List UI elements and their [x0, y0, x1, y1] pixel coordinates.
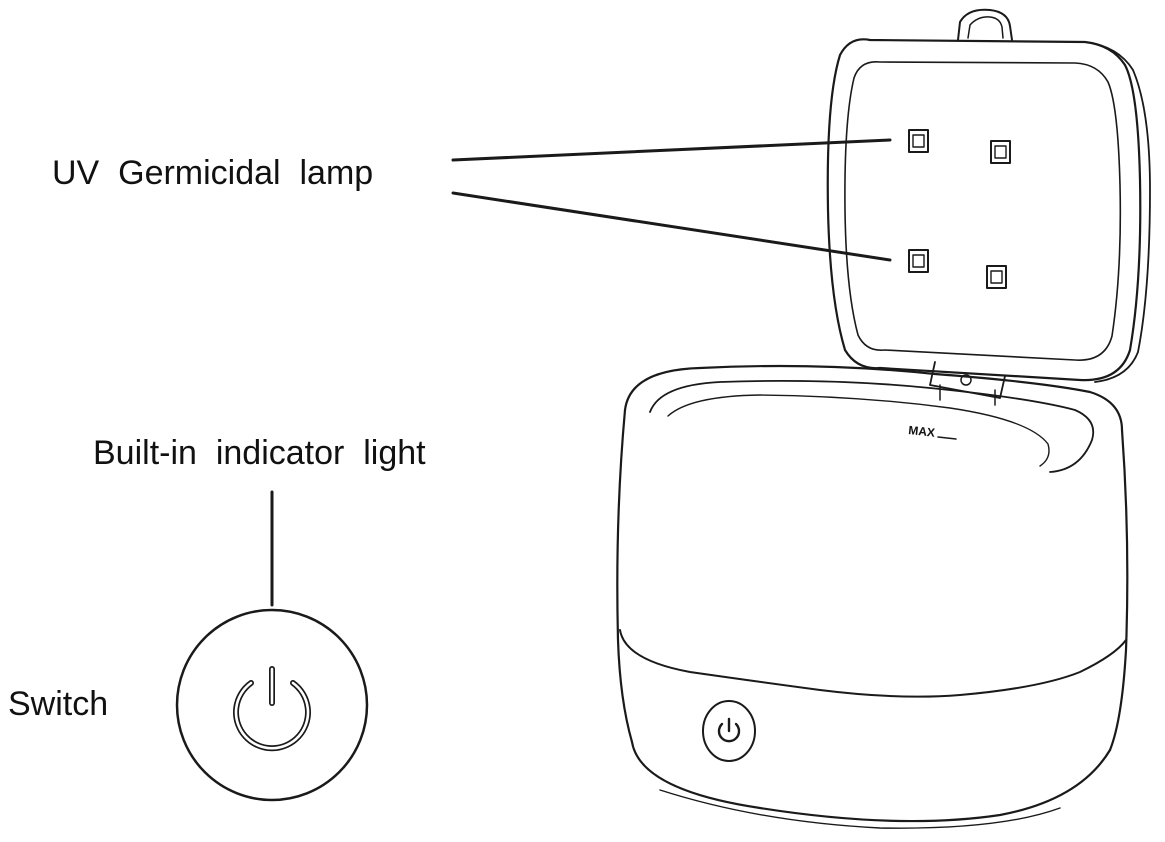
device-power-button	[702, 700, 756, 762]
device-lid	[826, 8, 1151, 383]
uv-lamp-2	[990, 140, 1011, 164]
switch-callout	[175, 608, 369, 802]
power-icon	[233, 666, 311, 752]
uv-leader-line-top	[451, 138, 892, 162]
uv-lamp-4	[986, 265, 1007, 289]
uv-lamp-3	[908, 249, 929, 273]
uv-lamp-1	[908, 129, 929, 153]
uv-lamp-label: UV Germicidal lamp	[52, 154, 373, 192]
device-body: MAX	[616, 364, 1129, 829]
switch-callout-circle	[175, 608, 369, 802]
switch-label: Switch	[8, 685, 108, 723]
indicator-light-label: Built-in indicator light	[93, 434, 426, 472]
uv-leader-line-bottom	[451, 191, 892, 262]
device-hinge	[929, 361, 1006, 406]
max-fill-mark: MAX	[908, 423, 936, 440]
